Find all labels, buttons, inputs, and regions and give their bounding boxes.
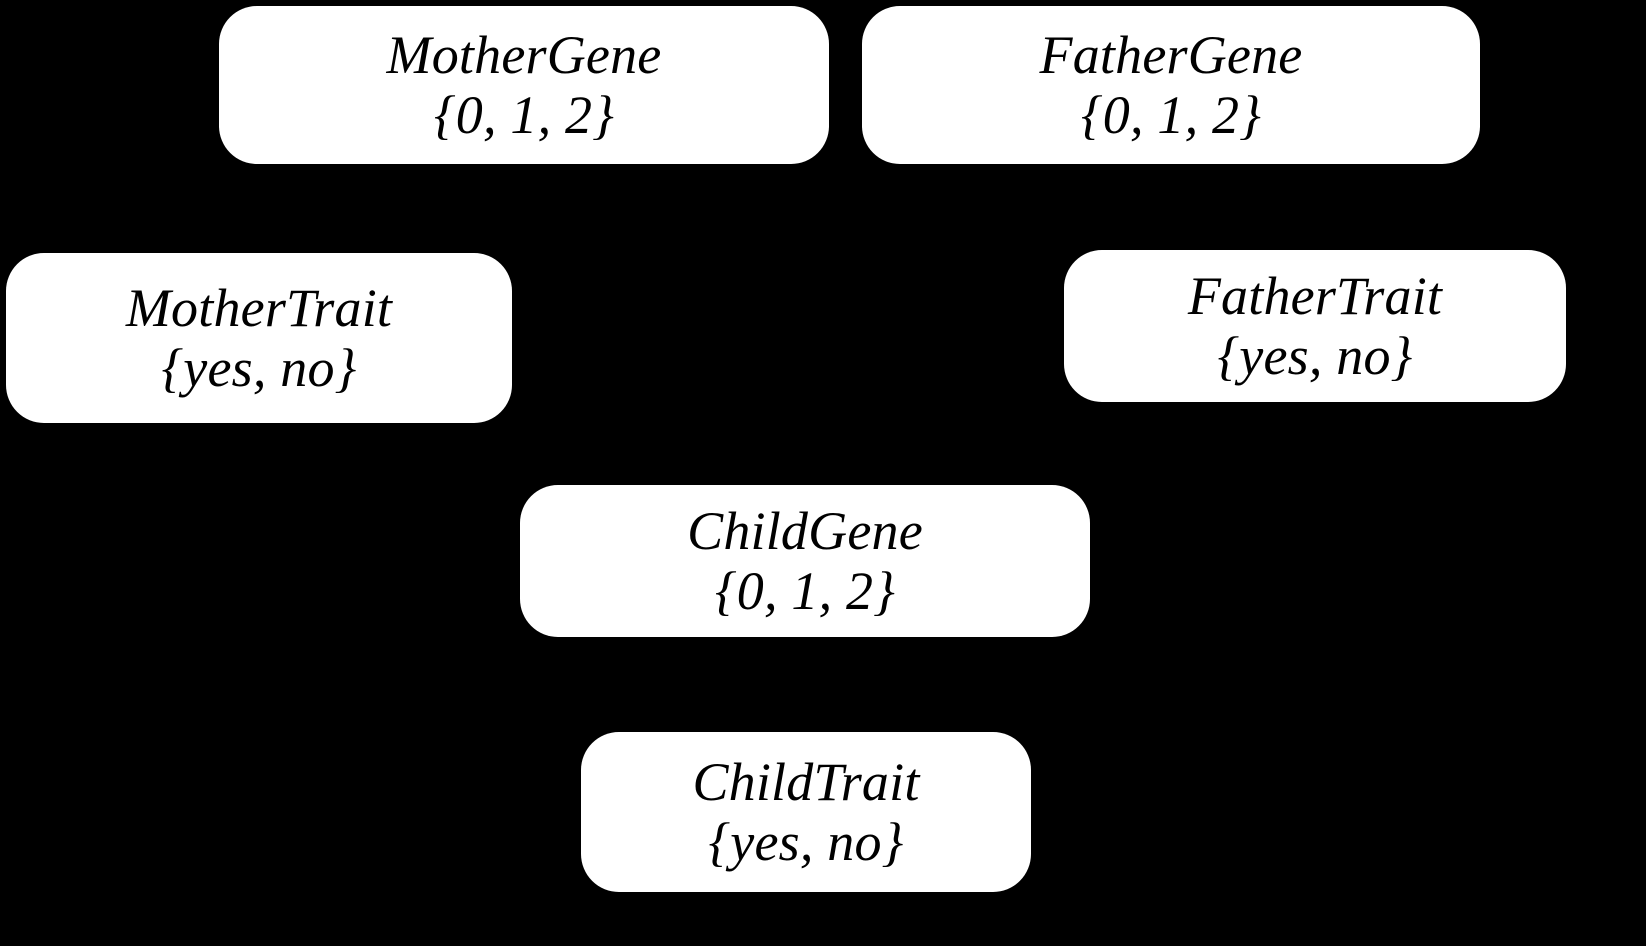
node-child-gene[interactable]: ChildGene {0, 1, 2} (520, 485, 1090, 637)
node-mother-trait[interactable]: MotherTrait {yes, no} (6, 253, 512, 423)
node-child-gene-domain: {0, 1, 2} (715, 561, 895, 621)
node-mother-trait-domain: {yes, no} (161, 338, 357, 398)
node-father-trait-domain: {yes, no} (1217, 326, 1413, 386)
node-child-trait[interactable]: ChildTrait {yes, no} (581, 732, 1031, 892)
node-mother-gene[interactable]: MotherGene {0, 1, 2} (219, 6, 829, 164)
node-child-trait-domain: {yes, no} (708, 812, 904, 872)
node-child-trait-title: ChildTrait (692, 751, 920, 812)
node-father-trait[interactable]: FatherTrait {yes, no} (1064, 250, 1566, 402)
node-mother-gene-title: MotherGene (386, 24, 662, 85)
node-father-gene-domain: {0, 1, 2} (1081, 85, 1261, 145)
node-father-gene[interactable]: FatherGene {0, 1, 2} (862, 6, 1480, 164)
node-father-trait-title: FatherTrait (1187, 265, 1443, 326)
node-mother-gene-domain: {0, 1, 2} (434, 85, 614, 145)
node-father-gene-title: FatherGene (1039, 24, 1303, 85)
node-mother-trait-title: MotherTrait (125, 277, 393, 338)
node-child-gene-title: ChildGene (687, 500, 923, 561)
